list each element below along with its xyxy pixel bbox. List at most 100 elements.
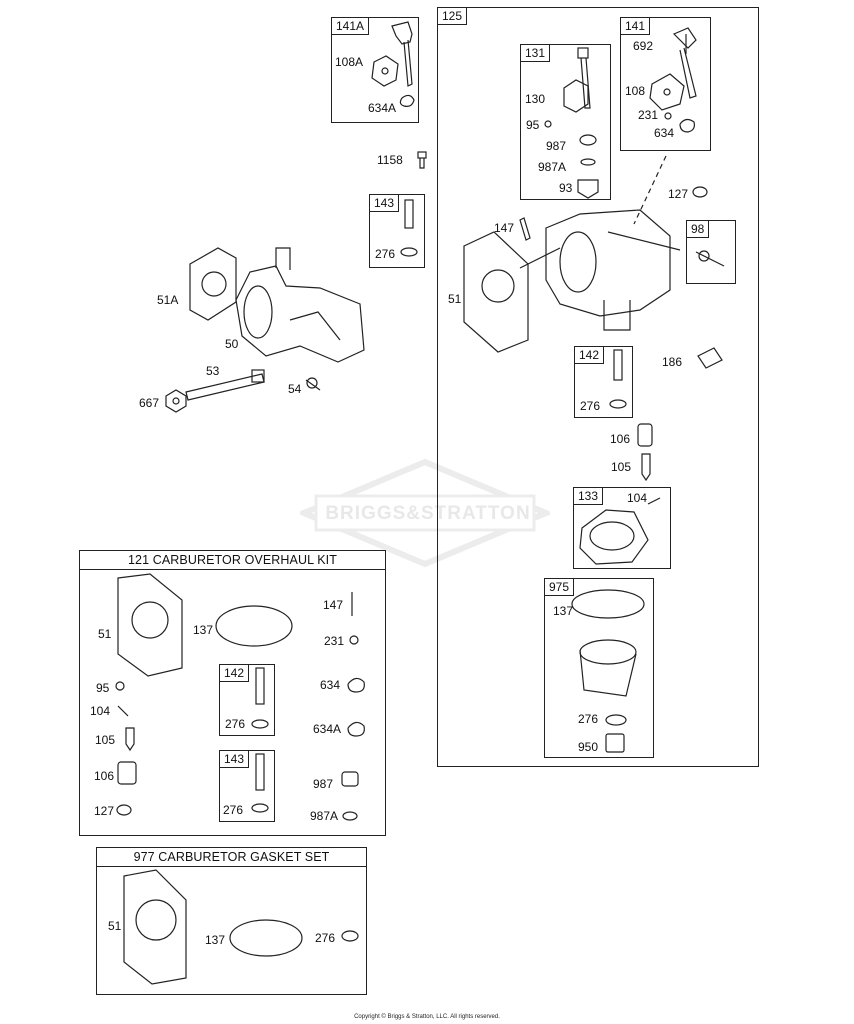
- box-98-tag: 98: [686, 220, 710, 238]
- label-51-top: 51: [448, 292, 462, 306]
- box-131-tag: 131: [520, 44, 551, 62]
- box-975: 975: [544, 578, 654, 758]
- kit-spring-634-part: [347, 677, 365, 693]
- jet-106-part: [637, 423, 653, 447]
- label-106-top: 106: [610, 432, 631, 446]
- label-50: 50: [225, 337, 239, 351]
- choke-lever-part: [649, 27, 697, 133]
- box-141: 141: [620, 17, 711, 151]
- watermark-text: BRIGGS&STRATTON: [325, 503, 531, 524]
- box-143: 143: [369, 194, 425, 268]
- box-142: 142: [574, 346, 633, 418]
- label-276-143: 276: [375, 247, 396, 261]
- briggs-stratton-watermark-logo: [300, 458, 550, 568]
- kit-seal-987-part: [341, 771, 359, 787]
- stud-53-part: [185, 369, 265, 401]
- kit-label-127: 127: [94, 804, 115, 818]
- label-634a-top: 634A: [368, 101, 397, 115]
- screw-1158-part: [417, 151, 427, 169]
- gasket-set-title: 977 CARBURETOR GASKET SET: [97, 848, 366, 867]
- label-276-975: 276: [578, 712, 599, 726]
- gasket-51a-part: [189, 247, 237, 321]
- label-276-142: 276: [580, 399, 601, 413]
- gasket-51-part: [463, 231, 529, 353]
- kit-box-142-tag: 142: [219, 664, 250, 682]
- box-141a: 141A: [331, 17, 419, 123]
- idle-screw-98-part: [695, 250, 725, 267]
- kit-box-143: 143: [219, 750, 275, 822]
- label-147-top: 147: [494, 221, 515, 235]
- set-gasket-137-part: [229, 919, 303, 957]
- label-231-141: 231: [638, 108, 659, 122]
- kit-label-276b: 276: [223, 803, 244, 817]
- label-93: 93: [559, 181, 573, 195]
- copyright-notice: Copyright © Briggs & Stratton, LLC. All …: [354, 1014, 500, 1020]
- box-98: 98: [686, 220, 736, 284]
- label-95-131: 95: [526, 118, 540, 132]
- label-53: 53: [206, 364, 220, 378]
- kit-screw-95-part: [115, 681, 125, 691]
- kit-needle-142-part: [251, 667, 269, 729]
- throttle-lever-part: [371, 21, 415, 107]
- kit-label-147: 147: [323, 598, 344, 612]
- kit-label-634a: 634A: [313, 722, 342, 736]
- overhaul-kit-title: 121 CARBURETOR OVERHAUL KIT: [80, 551, 385, 570]
- label-108: 108: [625, 84, 646, 98]
- label-130: 130: [525, 92, 546, 106]
- label-987-131: 987: [546, 139, 567, 153]
- float-bowl-975-part: [571, 589, 645, 753]
- set-gasket-51-part: [123, 869, 187, 985]
- label-987a-131: 987A: [538, 160, 567, 174]
- kit-box-143-tag: 143: [219, 750, 250, 768]
- kit-label-137: 137: [193, 623, 214, 637]
- gasket-set-box: 977 CARBURETOR GASKET SET: [96, 847, 367, 995]
- kit-gasket-51-part: [117, 573, 183, 677]
- choke-shaft-part: [544, 47, 599, 199]
- washer-127-part: [692, 186, 708, 198]
- kit-gasket-137-part: [215, 605, 293, 647]
- inlet-needle-143-part: [400, 199, 418, 257]
- set-washer-276-part: [341, 930, 359, 942]
- kit-label-987: 987: [313, 777, 334, 791]
- set-label-51: 51: [108, 919, 122, 933]
- label-137-975: 137: [553, 604, 574, 618]
- label-186: 186: [662, 355, 683, 369]
- kit-label-634: 634: [320, 678, 341, 692]
- kit-jet-106-part: [117, 761, 137, 785]
- label-104-top: 104: [627, 491, 648, 505]
- label-105-top: 105: [611, 460, 632, 474]
- label-692: 692: [633, 39, 654, 53]
- label-51a: 51A: [157, 293, 179, 307]
- box-975-tag: 975: [544, 578, 575, 596]
- screw-147-part: [519, 217, 531, 241]
- box-142-tag: 142: [574, 346, 605, 364]
- kit-label-276a: 276: [225, 717, 246, 731]
- box-141a-tag: 141A: [331, 17, 370, 35]
- box-143-tag: 143: [369, 194, 400, 212]
- inlet-needle-142-part: [609, 349, 627, 409]
- box-125: 125: [437, 7, 759, 767]
- box-133: 133: [573, 487, 671, 569]
- label-950: 950: [578, 740, 599, 754]
- kit-needle-143-part: [251, 753, 269, 813]
- kit-label-231: 231: [324, 634, 345, 648]
- label-634-141: 634: [654, 126, 675, 140]
- kit-washer-127-part: [116, 804, 132, 816]
- kit-spring-634a-part: [347, 721, 365, 737]
- intake-elbow-part: [235, 247, 365, 363]
- kit-label-104: 104: [90, 704, 111, 718]
- box-141-tag: 141: [620, 17, 651, 35]
- screw-54-part: [305, 377, 321, 391]
- kit-label-106: 106: [94, 769, 115, 783]
- kit-seal-987a-part: [342, 811, 358, 821]
- kit-screw-231-part: [349, 635, 359, 645]
- label-108a: 108A: [335, 55, 364, 69]
- kit-label-987a: 987A: [310, 809, 339, 823]
- kit-pin-104-part: [117, 705, 129, 717]
- nut-667-part: [165, 389, 187, 413]
- label-667: 667: [139, 396, 160, 410]
- box-131: 131: [520, 44, 611, 200]
- box-125-tag: 125: [437, 7, 468, 25]
- pin-104-part: [647, 497, 661, 505]
